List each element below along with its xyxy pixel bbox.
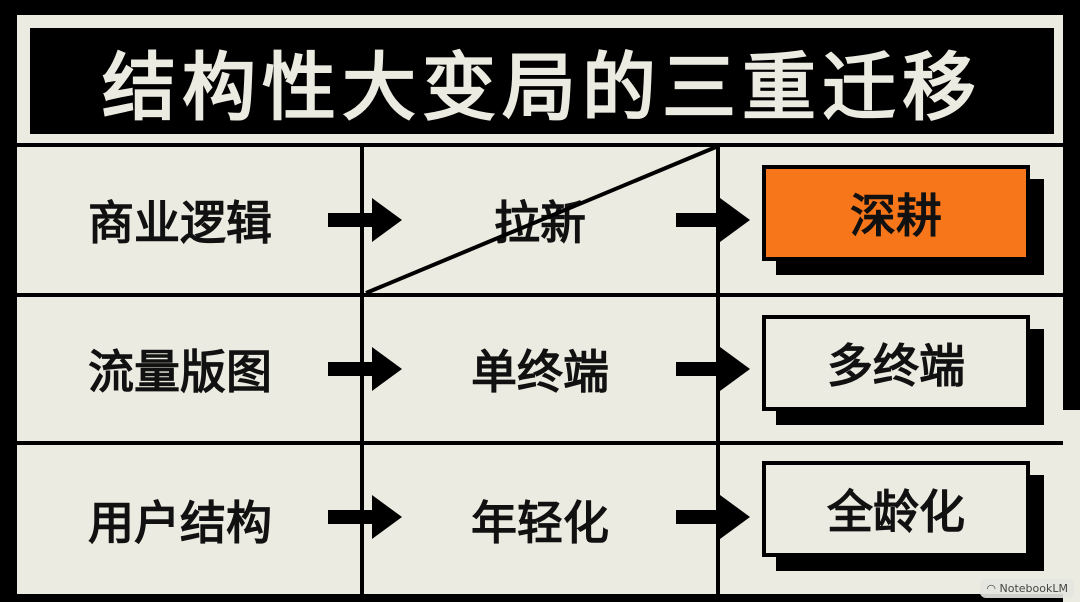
strikethrough-line (365, 145, 717, 295)
arrow-right-icon (676, 198, 750, 242)
to-value: 多终端 (827, 339, 965, 393)
row-divider (17, 293, 1063, 297)
slide-title: 结构性大变局的三重迁移 (102, 44, 982, 131)
row-divider (17, 441, 1063, 445)
from-value: 拉新 (494, 196, 586, 250)
title-banner: 结构性大变局的三重迁移 (30, 28, 1054, 134)
row-divider (17, 143, 1063, 147)
to-value: 深耕 (850, 189, 942, 243)
row-divider (17, 594, 1063, 598)
arrow-right-icon (676, 347, 750, 391)
notebooklm-logo-icon: ◠ (986, 582, 1000, 595)
to-value-highlight: 深耕 (762, 165, 1030, 261)
watermark-text: NotebookLM (999, 582, 1068, 595)
slide-panel-edge (1063, 410, 1080, 602)
to-value: 全龄化 (827, 485, 965, 539)
from-value: 年轻化 (471, 495, 609, 550)
arrow-right-icon (676, 495, 750, 539)
arrow-right-icon (328, 198, 402, 242)
from-value: 单终端 (471, 345, 609, 399)
row-label: 商业逻辑 (88, 196, 272, 250)
arrow-right-icon (328, 347, 402, 391)
row-label: 用户结构 (88, 495, 272, 550)
to-value-box: 多终端 (762, 315, 1030, 411)
watermark: ◠ NotebookLM (980, 579, 1074, 598)
row-label: 流量版图 (88, 345, 272, 399)
arrow-right-icon (328, 495, 402, 539)
to-value-box: 全龄化 (762, 461, 1030, 557)
